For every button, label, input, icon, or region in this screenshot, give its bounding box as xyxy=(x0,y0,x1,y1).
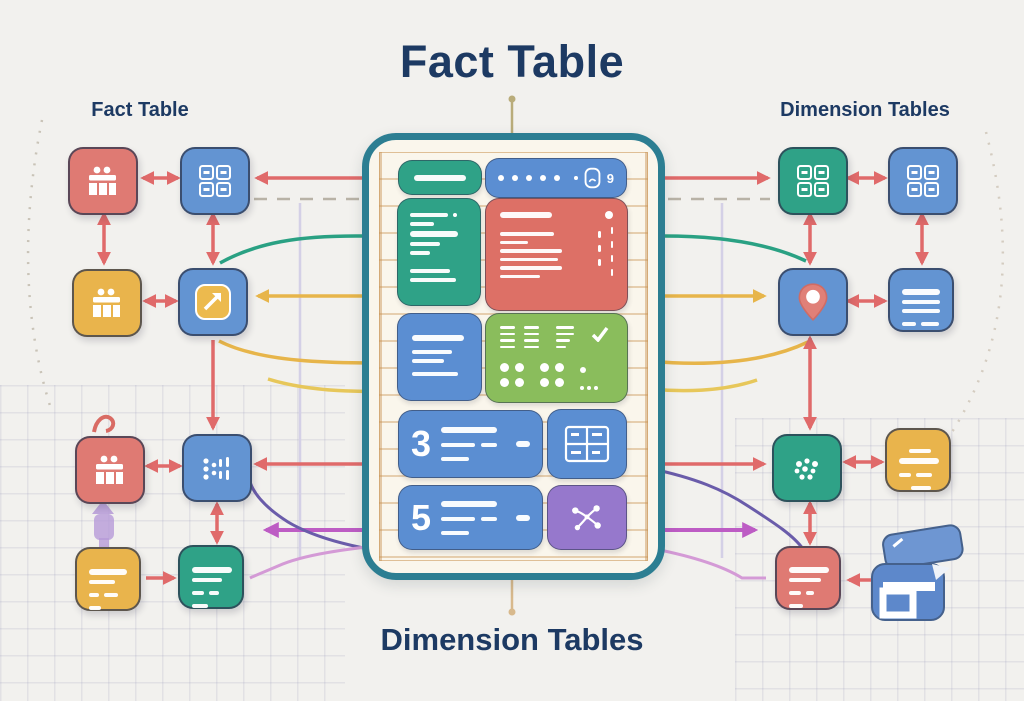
fact-node-5 xyxy=(75,436,145,504)
key-dots xyxy=(498,175,560,181)
key-badge-icon xyxy=(584,167,601,189)
relations-block xyxy=(547,485,627,550)
dimension-tables-label: Dimension Tables xyxy=(780,99,950,121)
grid-cells-block xyxy=(547,409,627,479)
grid-2x2-icon xyxy=(797,165,829,197)
purple-plug-body xyxy=(94,514,114,540)
dotted-column-2 xyxy=(610,227,613,283)
dim-node-8 xyxy=(862,516,967,629)
network-icon xyxy=(572,504,601,530)
measure-count-5: 5 xyxy=(411,496,432,538)
grid-2x2-icon xyxy=(564,425,610,463)
dim-node-4 xyxy=(888,268,954,332)
header-name-block xyxy=(398,160,482,195)
purple-plug-foot xyxy=(99,538,109,550)
title-connector-dot-bottom xyxy=(508,608,516,616)
title-line xyxy=(414,174,466,181)
values-block xyxy=(485,313,628,403)
trend-arrow-icon xyxy=(195,284,231,320)
dash-column-3 xyxy=(556,326,574,348)
text-lines-icon xyxy=(902,289,940,295)
dotted-column-1 xyxy=(598,227,601,283)
dot-cluster-2 xyxy=(540,363,564,387)
fact-node-4 xyxy=(178,268,248,336)
dashed-arc-right xyxy=(950,131,1005,433)
dim-node-1 xyxy=(778,147,848,215)
measure-row-3-block: 3 xyxy=(398,410,543,478)
dim-node-7 xyxy=(775,546,841,610)
grid-2x2-icon xyxy=(199,165,231,197)
fact-node-2 xyxy=(180,147,250,215)
fact-node-3 xyxy=(72,269,142,337)
stapler-shape xyxy=(871,524,964,621)
red-curl-artifact xyxy=(92,414,116,433)
header-keys-block: 9 xyxy=(485,158,627,198)
dash-column-1 xyxy=(500,326,515,348)
pink-curve-right xyxy=(654,547,766,580)
text-lines-icon xyxy=(192,567,232,573)
text-lines-icon xyxy=(909,449,931,453)
page-title: Fact Table xyxy=(399,36,625,87)
dashed-arc-left xyxy=(26,119,54,413)
text-lines-icon xyxy=(89,569,127,575)
table-icon xyxy=(93,288,120,317)
background-grid-bottom-left xyxy=(0,385,345,701)
small-dot xyxy=(574,176,578,180)
text-lines-icon xyxy=(789,567,829,573)
dot-cluster-1 xyxy=(500,363,524,387)
checkmark-icon xyxy=(591,326,609,342)
measure-count-3: 3 xyxy=(411,423,432,464)
table-icon xyxy=(96,455,123,484)
dim-node-2 xyxy=(888,147,958,215)
fact-node-1 xyxy=(68,147,138,215)
key-count: 9 xyxy=(606,170,614,186)
measure-row-5-block: 5 xyxy=(398,485,543,550)
fact-node-6 xyxy=(182,434,252,502)
fact-node-7 xyxy=(75,547,141,611)
title-connector-dot-top xyxy=(508,95,516,103)
measures-detail-block xyxy=(485,198,628,311)
grid-2x2-icon xyxy=(907,165,939,197)
fact-table-label: Fact Table xyxy=(91,99,189,121)
purple-curve-right xyxy=(647,466,805,550)
fact-table-panel: 9 xyxy=(362,133,665,580)
yellow-swoosh-right-1 xyxy=(649,340,809,365)
dim-node-5 xyxy=(772,434,842,502)
dash-column-2 xyxy=(524,326,539,348)
dim-node-3 xyxy=(778,268,848,336)
dot-cluster-3 xyxy=(580,360,598,390)
attribute-list-block xyxy=(397,198,481,306)
location-pin-icon xyxy=(798,283,828,321)
dimension-tables-bottom-label: Dimension Tables xyxy=(380,622,644,657)
fact-node-8 xyxy=(178,545,244,609)
scatter-icon xyxy=(203,457,229,480)
yellow-swoosh-right-2 xyxy=(651,378,758,393)
table-icon xyxy=(89,166,116,195)
purple-plug-arrow xyxy=(92,500,114,514)
field-list-block xyxy=(397,313,482,401)
dots-icon xyxy=(794,458,818,480)
dim-node-6 xyxy=(885,428,951,492)
